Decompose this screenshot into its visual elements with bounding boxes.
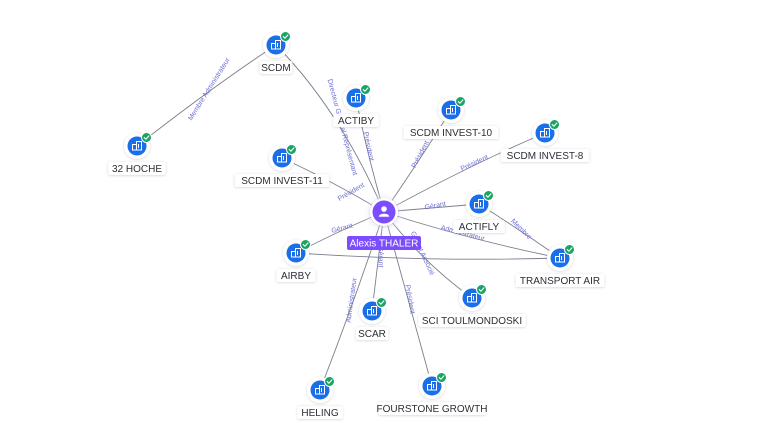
edge-line (136, 44, 277, 147)
company-node-transportair[interactable]: TRANSPORT AIR (515, 244, 605, 288)
company-node-label-bg (403, 126, 499, 139)
verified-check-icon (483, 190, 494, 201)
company-node-label: SCDM (261, 63, 290, 74)
building-icon (474, 199, 484, 209)
verified-check-icon (280, 31, 291, 42)
verified-check-icon (376, 297, 387, 308)
edge-label: Administrateur (345, 277, 358, 323)
company-node-actiby[interactable]: ACTIBY (333, 84, 379, 128)
building-icon (277, 153, 287, 163)
company-node-label: SCI TOULMONDOSKI (422, 316, 522, 327)
company-node-label: ACTIFLY (459, 222, 500, 233)
person-icon (378, 206, 390, 217)
verified-check-icon (300, 239, 311, 250)
company-node-fourstone[interactable]: FOURSTONE GROWTH (377, 372, 488, 416)
company-node-label: SCDM INVEST-10 (410, 128, 493, 139)
edge-airby-transportair (295, 252, 561, 260)
center-name-badge (347, 236, 421, 250)
company-node-label-bg (276, 269, 316, 282)
edge-label: Gérant (331, 223, 354, 235)
company-node-label: HELING (301, 408, 338, 419)
company-node-label-bg (259, 61, 293, 74)
building-icon (315, 385, 325, 395)
building-icon (555, 253, 565, 263)
building-icon (132, 141, 142, 151)
edge-label: Membre (509, 218, 532, 241)
building-icon (367, 306, 377, 316)
edge-line (295, 252, 561, 260)
company-node-label-bg (418, 314, 526, 327)
verified-check-icon (360, 84, 371, 95)
verified-check-icon (455, 96, 466, 107)
company-node-label-bg (297, 406, 343, 419)
company-node-label-bg (378, 402, 486, 415)
edge-label: Membre Administrateur (187, 56, 232, 122)
edge-label: Gérant (377, 246, 384, 267)
company-node-label: ACTIBY (338, 116, 374, 127)
company-node-label-bg (108, 162, 166, 175)
building-icon (540, 128, 550, 138)
company-node-label-bg (453, 220, 505, 233)
verified-check-icon (286, 144, 297, 155)
company-node-32hoche[interactable]: 32 HOCHE (108, 132, 166, 176)
company-node-scdm[interactable]: SCDM (259, 31, 293, 75)
edge-label: Président (411, 140, 431, 169)
company-node-actifly[interactable]: ACTIFLY (453, 190, 505, 234)
edge-scdm-32hoche: Membre Administrateur (136, 44, 277, 147)
center-name: Alexis THALER (350, 239, 419, 250)
company-node-scitoulmondoski[interactable]: SCI TOULMONDOSKI (418, 284, 526, 328)
company-node-label-bg (515, 274, 605, 287)
verified-check-icon (141, 132, 152, 143)
company-node-heling[interactable]: HELING (297, 376, 343, 420)
building-icon (291, 248, 301, 258)
edge-label: Président (337, 182, 366, 203)
company-node-label-bg (333, 114, 379, 127)
company-node-label: SCDM INVEST-8 (507, 151, 584, 162)
verified-check-icon (324, 376, 335, 387)
building-icon (446, 105, 456, 115)
edge-center-scdminvest8: Président (383, 132, 546, 213)
edge-label: Gérant (424, 201, 446, 212)
company-node-airby[interactable]: AIRBY (276, 239, 316, 283)
edge-label: Président (403, 284, 415, 314)
company-node-scdminvest11[interactable]: SCDM INVEST-11 (234, 144, 330, 188)
company-node-label-bg (234, 174, 330, 187)
verified-check-icon (436, 372, 447, 383)
building-icon (427, 381, 437, 391)
company-node-scdminvest10[interactable]: SCDM INVEST-10 (403, 96, 499, 140)
building-icon (351, 93, 361, 103)
company-node-label: 32 HOCHE (112, 164, 162, 175)
company-node-label: TRANSPORT AIR (520, 276, 600, 287)
building-icon (271, 40, 281, 50)
company-node-label: SCAR (358, 329, 386, 340)
company-node-label-bg (500, 149, 590, 162)
center-circle (372, 200, 396, 224)
verified-check-icon (564, 244, 575, 255)
edge-line (383, 132, 546, 213)
company-node-label: SCDM INVEST-11 (241, 176, 323, 187)
company-node-scdminvest8[interactable]: SCDM INVEST-8 (500, 119, 590, 163)
building-icon (467, 293, 477, 303)
verified-check-icon (476, 284, 487, 295)
company-node-label-bg (355, 327, 389, 340)
center-person-node[interactable]: Alexis THALER (347, 191, 421, 250)
edge-label: Président (460, 154, 490, 173)
company-node-label: AIRBY (281, 271, 311, 282)
edge-label: Président (362, 131, 375, 161)
company-node-scar[interactable]: SCAR (355, 297, 389, 341)
company-node-label: FOURSTONE GROWTH (377, 404, 488, 415)
verified-check-icon (549, 119, 560, 130)
